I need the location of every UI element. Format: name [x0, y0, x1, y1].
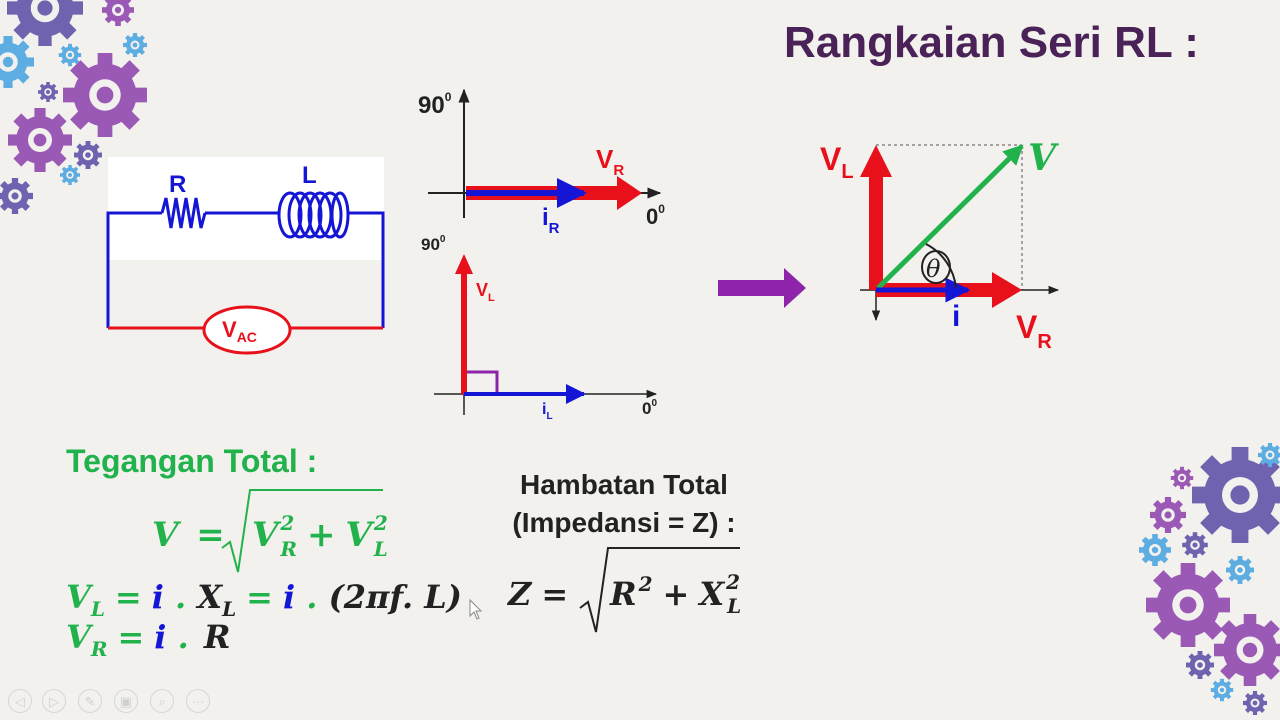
- gear-icon: [1210, 678, 1234, 702]
- phasor-diagram-resistor: 900 00 VR iR: [418, 88, 665, 237]
- phasor-diagram-inductor: 900 00 VL iL: [421, 234, 657, 422]
- total-i-label: i: [952, 300, 960, 333]
- gear-icon: [63, 53, 147, 137]
- gear-icon: [0, 36, 34, 88]
- impedance-title-line2: (Impedansi = Z) :: [512, 507, 736, 538]
- gear-icon: [1214, 614, 1280, 686]
- next-icon[interactable]: ▷: [42, 689, 66, 713]
- gears-bottom-right: [1139, 443, 1280, 715]
- gear-icon: [58, 43, 82, 67]
- vr-label: VR: [596, 144, 624, 179]
- gear-icon: [1146, 563, 1230, 647]
- sqrt-symbol: [221, 489, 383, 573]
- v-total-equation: V =: [152, 515, 225, 555]
- total-v-arrow: [876, 144, 1024, 290]
- prev-icon[interactable]: ◁: [8, 689, 32, 713]
- impedance-section-title: Hambatan Total (Impedansi = Z) :: [488, 466, 760, 542]
- vac-label: VAC: [222, 317, 257, 345]
- theta-label: θ: [926, 255, 941, 283]
- ir-label: iR: [542, 204, 560, 237]
- svg-text:R2+X2L: R2+X2L: [609, 570, 741, 618]
- arrow-right-icon: [718, 268, 806, 308]
- gear-icon: [7, 108, 72, 172]
- screen-icon[interactable]: ▣: [114, 689, 138, 713]
- slide-title: Rangkaian Seri RL :: [784, 18, 1199, 67]
- gear-icon: [6, 0, 83, 46]
- phasor-r-90-label: 900: [418, 90, 452, 119]
- phasor-l-0-label: 00: [642, 398, 657, 418]
- voltage-section-title: Tegangan Total :: [66, 443, 318, 479]
- total-vl-label: VL: [820, 141, 854, 183]
- gear-icon: [1139, 534, 1171, 566]
- zoom-icon[interactable]: ⌕: [150, 689, 174, 713]
- il-label: iL: [542, 401, 553, 422]
- gear-icon: [74, 141, 102, 169]
- total-vr-label: VR: [1016, 309, 1052, 353]
- vac-source-symbol: [202, 305, 292, 355]
- cursor-icon: [469, 598, 483, 620]
- gear-icon: [1226, 556, 1254, 584]
- gear-icon: [1186, 651, 1214, 679]
- gear-icon: [1243, 691, 1267, 715]
- gear-icon: [38, 82, 58, 102]
- svg-text:V2R+V2L: V2R+V2L: [252, 511, 388, 561]
- vr-equation: VR=i . R: [66, 618, 230, 661]
- pen-icon[interactable]: ✎: [78, 689, 102, 713]
- gear-icon: [102, 0, 134, 26]
- gear-icon: [60, 165, 80, 185]
- inductor-symbol: [277, 191, 350, 239]
- phasor-r-0-label: 00: [646, 202, 665, 229]
- rl-circuit: R L VAC: [106, 157, 385, 355]
- resistor-symbol: [160, 197, 207, 229]
- svg-text:Z=: Z=: [506, 575, 568, 613]
- inductor-label: L: [302, 162, 317, 189]
- gear-icon: [1150, 497, 1186, 533]
- vl-label: VL: [476, 280, 495, 304]
- impedance-title-line1: Hambatan Total: [520, 469, 728, 500]
- vl-equation: VL=i . XL=i . (2πf. L): [66, 578, 462, 621]
- more-icon[interactable]: ···: [186, 689, 210, 713]
- gear-icon: [123, 33, 147, 57]
- total-vl-arrow: [860, 145, 892, 290]
- total-v-label: V: [1028, 137, 1059, 179]
- phasor-l-90-label: 900: [421, 234, 446, 254]
- sqrt-symbol: [579, 547, 740, 633]
- gear-icon: [0, 178, 33, 214]
- resistor-label: R: [169, 171, 186, 198]
- gear-icon: [1182, 532, 1208, 558]
- phasor-diagram-total: θ VL V i VR: [820, 137, 1060, 353]
- gear-icon: [1170, 466, 1194, 490]
